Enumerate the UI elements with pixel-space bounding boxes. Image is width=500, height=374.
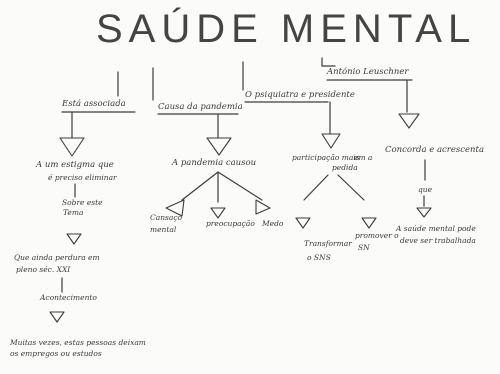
connector-line [303, 174, 365, 201]
node-text: A saúde mental pode [395, 224, 476, 233]
node-text: participação mais [292, 153, 360, 162]
branch-label-psiquiatra: O psiquiatra e presidente [245, 90, 355, 100]
connector-line [244, 101, 331, 135]
connector-line [61, 111, 136, 139]
connector-line [157, 113, 239, 139]
branch-label-causa: Causa da pandemia [158, 102, 243, 112]
node-text: pleno séc. XXI [16, 265, 71, 274]
down-arrow-icon [59, 137, 85, 157]
down-arrow-icon [206, 137, 232, 156]
effect-cansaco: mental [150, 225, 177, 234]
node-text: Tema [63, 208, 83, 217]
down-arrow-icon [255, 199, 271, 215]
node-text: Acontecimento [39, 293, 97, 302]
node-text: SN [358, 243, 370, 252]
branch-label-leuschner: António Leuschner [326, 66, 409, 77]
node-text: o SNS [307, 253, 331, 262]
connector-line [181, 171, 263, 203]
down-arrow-icon [398, 113, 420, 129]
node-text: Transformar [304, 239, 352, 248]
down-arrow-icon [416, 207, 432, 218]
connector-line [326, 79, 413, 113]
down-arrow-icon [66, 233, 82, 245]
node-text: promover o [355, 231, 399, 240]
branch-label-associada: Está associada [61, 98, 126, 109]
down-arrow-icon [165, 199, 185, 217]
down-arrow-icon [321, 133, 341, 149]
effect-cansaco: Cansaço [150, 213, 183, 222]
node-text: que [418, 185, 433, 194]
node-text: A um estigma que [35, 160, 114, 170]
node-text: Que ainda perdura em [14, 253, 100, 262]
down-arrow-icon [361, 217, 377, 229]
node-text: Concorda e acrescenta [385, 145, 484, 155]
node-text: A pandemia causou [171, 158, 256, 168]
effect-preocupacao: preocupação [206, 219, 255, 228]
node-text: Sobre este [62, 198, 103, 207]
effect-medo: Medo [261, 219, 284, 228]
node-text: em a [354, 153, 372, 162]
down-arrow-icon [295, 217, 311, 229]
node-text: deve ser trabalhada [400, 236, 476, 245]
node-text: os empregos ou estudos [10, 349, 102, 358]
down-arrow-icon [210, 207, 226, 219]
map-title: SAÚDE MENTAL [96, 6, 476, 51]
down-arrow-icon [49, 311, 65, 323]
connector-line [321, 57, 336, 67]
node-text: é preciso eliminar [48, 173, 117, 182]
node-text: Muitas vezes, estas pessoas deixam [9, 338, 146, 347]
node-text: pedida [332, 163, 358, 172]
